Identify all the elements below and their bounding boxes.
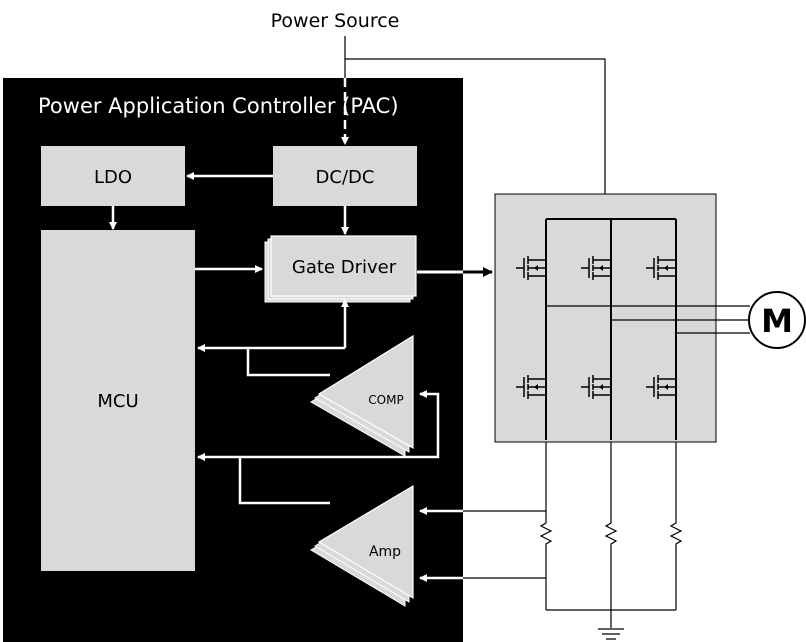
ldo-label: LDO (94, 167, 132, 188)
ground-icon (598, 628, 624, 640)
shunt-leg-1 (539, 442, 553, 610)
motor-label: M (761, 302, 793, 340)
shunt-leg-2 (604, 442, 618, 628)
mosfet-high-3 (646, 256, 676, 280)
comp-output-line (246, 348, 330, 377)
amp-label: Amp (369, 544, 401, 560)
power-source-label: Power Source (271, 10, 400, 32)
shunt-leg-3 (669, 442, 683, 610)
comp-label: COMP (368, 393, 403, 407)
dcdc-block: DC/DC (273, 146, 417, 206)
gate-driver-label: Gate Driver (292, 257, 397, 278)
mosfet-high-1 (516, 256, 546, 280)
mosfet-high-2 (581, 256, 611, 280)
inverter-bridge (494, 193, 717, 443)
mcu-block: MCU (41, 230, 195, 571)
power-rail-wire (344, 36, 606, 194)
ldo-block: LDO (41, 146, 185, 206)
mcu-label: MCU (97, 391, 138, 412)
pac-title: Power Application Controller (PAC) (38, 94, 399, 118)
amp-output-line (238, 457, 330, 505)
mosfet-low-1 (516, 375, 546, 399)
dcdc-label: DC/DC (316, 167, 375, 188)
comp-comparator: COMP (310, 334, 414, 457)
gate-driver-block: Gate Driver (264, 235, 417, 303)
amp-feedback-to-comp (240, 390, 440, 459)
motor: M (748, 291, 806, 349)
mosfet-low-3 (646, 375, 676, 399)
amp-amplifier: Amp (310, 484, 414, 607)
mosfet-low-2 (581, 375, 611, 399)
motor-circle (748, 291, 806, 349)
